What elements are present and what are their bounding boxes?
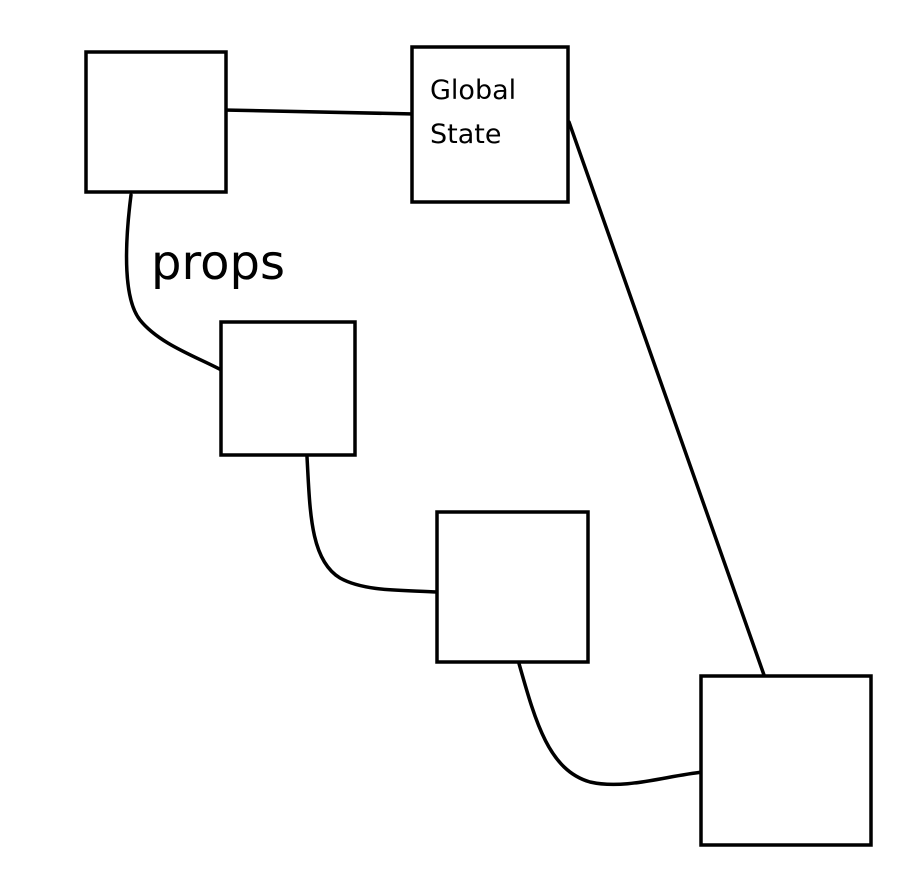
- edge-label-props: props: [151, 235, 285, 291]
- node-global-state-label-line-1: Global: [430, 75, 516, 106]
- node-global-state-label-line-2: State: [430, 119, 501, 150]
- edge-component-1-to-component-2: [124, 193, 227, 374]
- node-component-4: [699, 674, 873, 847]
- edge-component-3-to-component-4: [516, 658, 705, 787]
- edge-component-2-to-component-3: [305, 455, 439, 594]
- node-component-1: [84, 50, 228, 194]
- node-global-state: Global State: [410, 45, 570, 204]
- edge-component-1-to-global-state: [221, 108, 417, 116]
- edge-global-state-to-component-4: [567, 120, 766, 677]
- node-component-3: [435, 510, 590, 664]
- node-global-state-box: [410, 45, 570, 204]
- node-component-2: [219, 320, 357, 457]
